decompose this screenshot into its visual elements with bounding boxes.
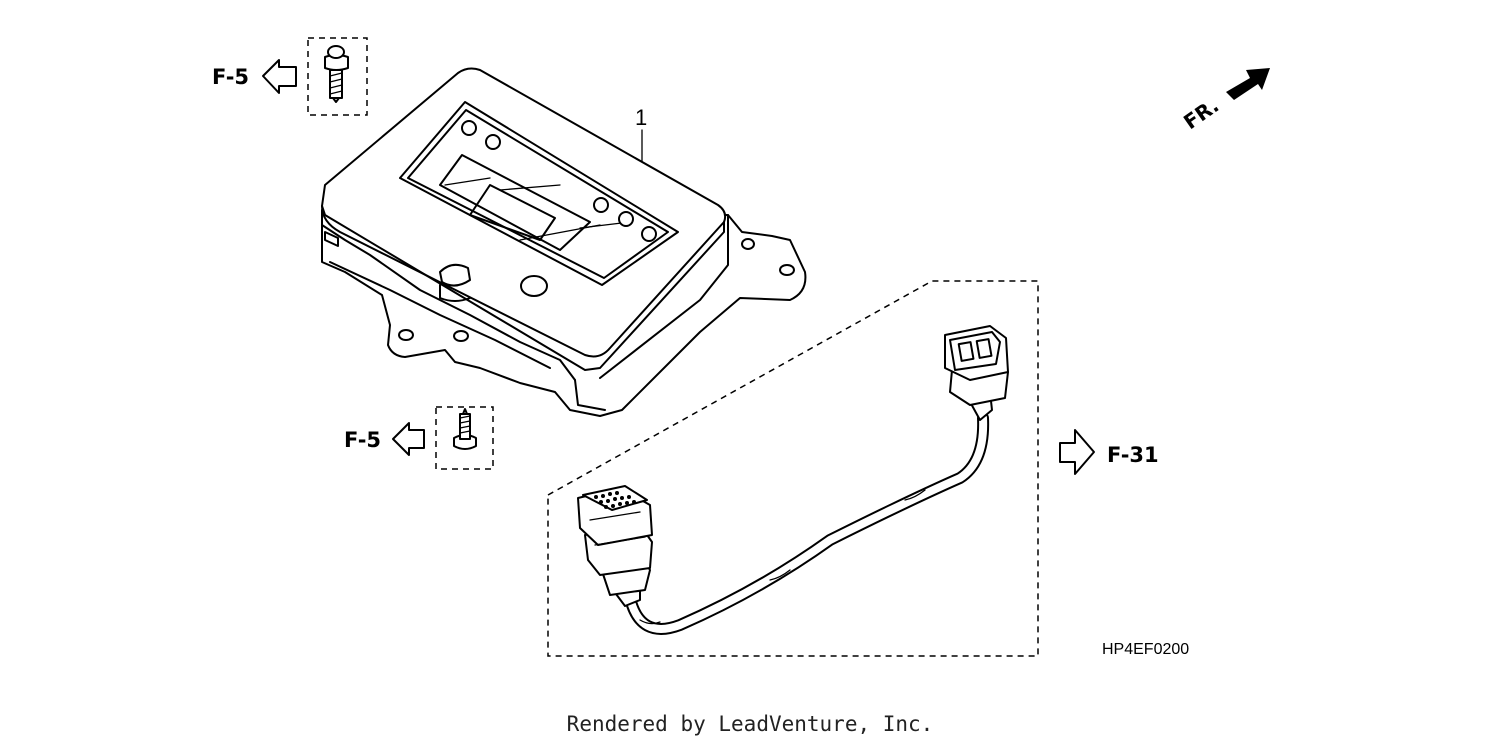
housing-clip (324, 231, 339, 247)
diagram-code: HP4EF0200 (1102, 641, 1189, 658)
connector-multipin-icon (577, 485, 653, 607)
indicator-lamp-icon (461, 120, 477, 136)
cable-detail (769, 569, 791, 581)
screw-part[interactable] (435, 406, 494, 470)
window-inner (407, 109, 669, 279)
part-callout-1: 1 (635, 105, 647, 130)
cable-detail (639, 619, 661, 625)
meter-button (520, 275, 548, 297)
bracket-hole (453, 330, 469, 342)
housing-edge (599, 214, 729, 379)
harness-box (547, 280, 1039, 657)
bolt-part[interactable] (307, 37, 368, 116)
ref-f31[interactable]: F-31 (1059, 429, 1159, 475)
housing-edge (574, 379, 606, 411)
indicator-lamp-icon (485, 134, 501, 150)
meter-display-window (399, 101, 679, 286)
bolt-icon (324, 45, 349, 103)
cover-edge (321, 205, 725, 371)
bracket-hole (398, 329, 414, 341)
wire-harness-part[interactable] (547, 280, 1039, 657)
indicator-lamp-icon (618, 211, 634, 227)
lcd-segment (444, 177, 491, 186)
ref-f5-mid-label: F-5 (344, 428, 381, 452)
indicator-lamp-icon (641, 226, 657, 242)
connector-rib (589, 511, 641, 521)
connector-2pin-icon (944, 325, 1009, 421)
front-direction-indicator: FR. (1179, 68, 1270, 134)
housing-edge (329, 261, 551, 369)
bracket-hole (741, 238, 755, 250)
ref-f31-label: F-31 (1107, 443, 1159, 467)
cable-detail (904, 489, 926, 501)
housing-edge (321, 224, 576, 381)
connector-rib (594, 536, 646, 546)
bolt-box (307, 37, 368, 116)
ref-f5-top-label: F-5 (212, 65, 249, 89)
front-arrow-icon (1226, 68, 1270, 100)
screw-icon (453, 408, 477, 450)
lcd-panel (439, 154, 591, 251)
footer-credit: Rendered by LeadVenture, Inc. (566, 712, 934, 736)
indicator-lamp-icon (593, 197, 609, 213)
harness-cable (624, 412, 990, 635)
left-arrow-icon (392, 422, 425, 456)
lcd-digits (469, 184, 556, 241)
meter-assembly[interactable] (321, 67, 807, 417)
connector-pins (594, 491, 636, 509)
meter-button (439, 263, 471, 287)
ref-f5-mid[interactable]: F-5 (344, 422, 425, 456)
left-arrow-icon (262, 59, 297, 94)
harness-cable-fill (626, 414, 988, 633)
bracket-hole (779, 264, 795, 276)
right-arrow-icon (1059, 429, 1095, 475)
ref-f5-top[interactable]: F-5 (212, 59, 297, 94)
front-direction-label: FR. (1179, 93, 1223, 134)
screw-box (435, 406, 494, 470)
lcd-segment (499, 184, 561, 191)
